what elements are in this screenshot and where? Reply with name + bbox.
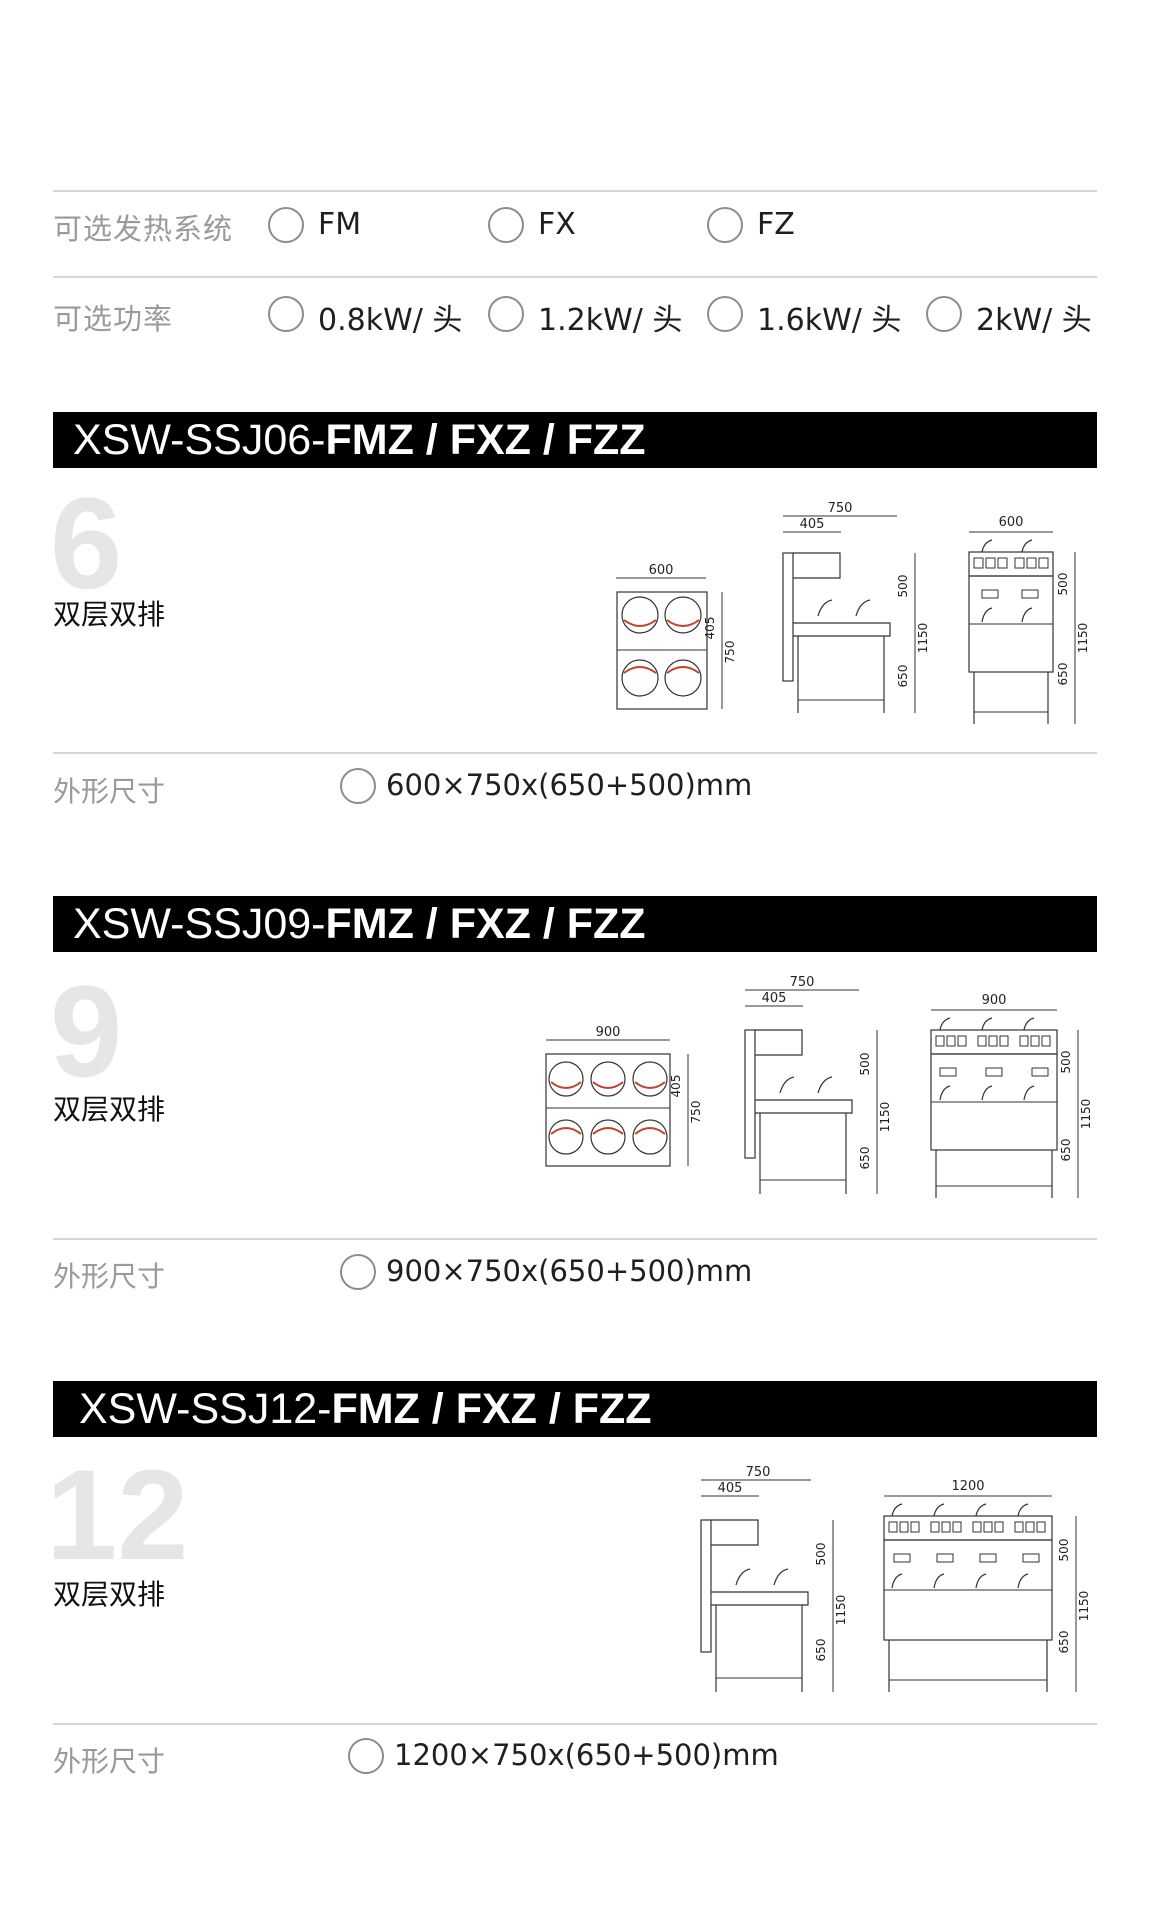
- dim-label: 650: [896, 665, 910, 688]
- radio-power-1-6[interactable]: [707, 296, 743, 332]
- option-power-0-8: 0.8kW/ 头: [318, 303, 463, 338]
- heating-system-label: 可选发热系统: [53, 212, 234, 246]
- product-title-bar: XSW-SSJ06-FMZ / FXZ / FZZ: [53, 412, 1097, 468]
- divider: [53, 190, 1097, 192]
- divider: [53, 1238, 1097, 1240]
- option-fz: FZ: [757, 207, 795, 242]
- dim-label: 500: [896, 575, 910, 598]
- dimensions-value: 1200×750x(650+500)mm: [394, 1738, 779, 1772]
- dimensions-label: 外形尺寸: [53, 1260, 166, 1293]
- divider: [53, 1723, 1097, 1725]
- radio-fx[interactable]: [488, 207, 524, 243]
- dim-label: 600: [999, 515, 1024, 530]
- dim-label: 650: [1056, 663, 1070, 686]
- dim-label: 750: [746, 1465, 771, 1480]
- dim-label: 1150: [1076, 623, 1090, 654]
- product-subtitle: 双层双排: [53, 598, 166, 631]
- radio-power-1-2[interactable]: [488, 296, 524, 332]
- dimensions-value: 900×750x(650+500)mm: [386, 1254, 753, 1288]
- dim-label: 650: [1057, 1631, 1071, 1654]
- front-view-drawing: 900 500 650 1150: [930, 993, 1093, 1198]
- top-view-drawing: 900 405 750: [545, 1025, 703, 1167]
- radio-dimensions[interactable]: [348, 1738, 384, 1774]
- dim-label: 750: [790, 975, 815, 990]
- dim-label: 1150: [834, 1595, 848, 1626]
- dim-label: 1150: [1077, 1591, 1091, 1622]
- dim-label: 500: [814, 1543, 828, 1566]
- dim-label: 650: [858, 1147, 872, 1170]
- radio-power-2[interactable]: [926, 296, 962, 332]
- radio-power-0-8[interactable]: [268, 296, 304, 332]
- dim-label: 900: [596, 1025, 621, 1040]
- product-title-bar: XSW-SSJ12-FMZ / FXZ / FZZ: [53, 1381, 1097, 1437]
- dim-label: 500: [1056, 573, 1070, 596]
- dim-label: 750: [723, 641, 737, 664]
- product-subtitle: 双层双排: [53, 1093, 166, 1126]
- dim-label: 500: [1057, 1539, 1071, 1562]
- dim-label: 750: [689, 1101, 703, 1124]
- dim-label: 750: [828, 501, 853, 516]
- product-number: 6: [50, 470, 123, 616]
- power-label: 可选功率: [53, 302, 174, 336]
- dimensions-label: 外形尺寸: [53, 1745, 166, 1778]
- dimensions-label: 外形尺寸: [53, 775, 166, 808]
- side-view-drawing: 750 405 500 650 1150: [744, 975, 892, 1194]
- dim-label: 405: [718, 1481, 743, 1496]
- radio-fm[interactable]: [268, 207, 304, 243]
- front-view-drawing: 1200 500 650 1150: [883, 1479, 1091, 1692]
- dim-label: 405: [762, 991, 787, 1006]
- side-view-drawing: 750 405 500 650 1150: [700, 1465, 848, 1692]
- radio-dimensions[interactable]: [340, 768, 376, 804]
- dim-label: 650: [1059, 1139, 1073, 1162]
- product-model: XSW-SSJ12-FMZ / FXZ / FZZ: [79, 1385, 652, 1433]
- dim-label: 900: [982, 993, 1007, 1008]
- option-power-1-6: 1.6kW/ 头: [757, 303, 902, 338]
- radio-fz[interactable]: [707, 207, 743, 243]
- top-view-drawing: 600 405 750: [616, 563, 737, 710]
- dim-label: 405: [703, 617, 717, 640]
- option-fm: FM: [318, 207, 362, 242]
- product-model: XSW-SSJ09-FMZ / FXZ / FZZ: [73, 900, 646, 948]
- dim-label: 1150: [878, 1102, 892, 1133]
- dim-label: 1150: [916, 623, 930, 654]
- divider: [53, 276, 1097, 278]
- dim-label: 650: [814, 1639, 828, 1662]
- dim-label: 1150: [1079, 1099, 1093, 1130]
- option-power-1-2: 1.2kW/ 头: [538, 303, 683, 338]
- dimensions-value: 600×750x(650+500)mm: [386, 768, 753, 802]
- option-power-2: 2kW/ 头: [976, 303, 1092, 338]
- radio-dimensions[interactable]: [340, 1254, 376, 1290]
- option-fx: FX: [538, 207, 576, 242]
- product-number: 9: [50, 958, 123, 1104]
- dim-label: 500: [858, 1053, 872, 1076]
- dim-label: 405: [800, 517, 825, 532]
- product-number: 12: [46, 1444, 189, 1587]
- dim-label: 600: [649, 563, 674, 578]
- product-title-bar: XSW-SSJ09-FMZ / FXZ / FZZ: [53, 896, 1097, 952]
- dim-label: 405: [669, 1075, 683, 1098]
- product-model: XSW-SSJ06-FMZ / FXZ / FZZ: [73, 416, 646, 464]
- side-view-drawing: 750 405 500 650 1150: [782, 501, 930, 713]
- dim-label: 1200: [951, 1479, 984, 1494]
- divider: [53, 752, 1097, 754]
- front-view-drawing: 600 500 650 1150: [968, 515, 1090, 724]
- dim-label: 500: [1059, 1051, 1073, 1074]
- product-subtitle: 双层双排: [53, 1578, 166, 1611]
